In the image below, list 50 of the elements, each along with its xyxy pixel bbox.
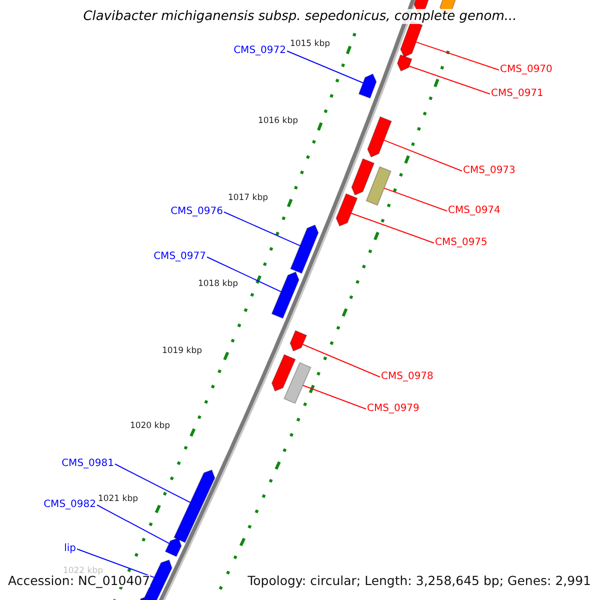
gene-feature — [290, 330, 308, 352]
gene-feature — [290, 224, 319, 274]
scale-label: 1017 kbp — [228, 192, 268, 204]
leader-line — [302, 384, 366, 410]
leader-line — [286, 50, 364, 84]
gene-label: CMS_0970 — [500, 64, 552, 76]
gene-label: CMS_0976 — [170, 206, 223, 218]
gene-feature — [358, 73, 377, 99]
gene-feature — [396, 54, 412, 72]
gene-label: CMS_0977 — [154, 251, 206, 263]
gene-feature — [271, 271, 300, 319]
gene-feature — [366, 166, 392, 206]
gene-feature — [271, 354, 296, 392]
leader-line — [350, 212, 434, 244]
gene-label: CMS_0972 — [234, 45, 286, 57]
scale-label: 1015 kbp — [290, 38, 330, 50]
gene-label: CMS_0973 — [463, 165, 516, 177]
leader-line — [384, 140, 462, 172]
leader-line — [224, 212, 301, 246]
gene-label: CMS_0975 — [435, 237, 488, 249]
gene-feature — [164, 537, 182, 558]
leader-line — [416, 42, 500, 70]
leader-line — [302, 344, 380, 378]
scale-label: 1018 kbp — [198, 278, 238, 290]
scale-label: 1022 kbp — [62, 565, 103, 576]
gene-label: CMS_0982 — [44, 499, 96, 511]
gene-label: CMS_0979 — [367, 403, 420, 415]
accession-text: Accession: NC_010407 — [8, 575, 150, 587]
topology-text: Topology: circular; Length: 3,258,645 bp; Genes: 2,991 — [248, 575, 591, 587]
gene-label: CMS_0974 — [448, 205, 500, 217]
gene-feature — [336, 193, 358, 227]
gene-label: CMS_0971 — [491, 88, 544, 100]
scale-label: 1016 kbp — [258, 115, 298, 127]
scale-label: 1021 kbp — [98, 493, 138, 505]
gene-feature — [173, 469, 216, 544]
title: Clavibacter michiganensis subsp. sepedonicus, complete genom... — [83, 9, 517, 24]
leader-line — [408, 66, 490, 94]
leader-line — [384, 188, 448, 212]
gene-label: CMS_0978 — [381, 371, 434, 383]
leader-line — [206, 256, 282, 292]
gene-label: lip — [64, 543, 76, 555]
leader-line — [76, 548, 155, 578]
scale-label: 1019 kbp — [162, 345, 202, 357]
gene-label: CMS_0981 — [62, 458, 114, 470]
gene-feature — [351, 158, 375, 196]
leader-line — [114, 464, 191, 503]
scale-label: 1020 kbp — [130, 420, 170, 432]
leader-line — [96, 504, 170, 544]
gene-feature — [367, 116, 392, 158]
gene-feature — [283, 362, 312, 404]
